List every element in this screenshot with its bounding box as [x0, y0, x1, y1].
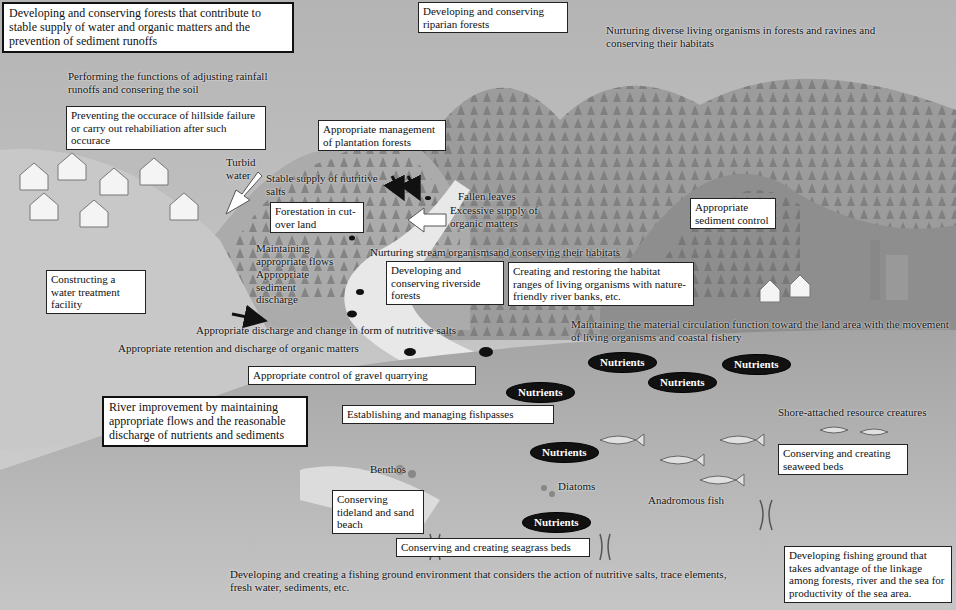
box-text: Developing and conserving riparian fores…	[423, 5, 563, 30]
annotation-text: Performing the functions of adjusting ra…	[68, 70, 283, 95]
box-text: Nutrients	[542, 446, 587, 459]
annotation-text: Appropriate discharge and change in form…	[196, 324, 456, 337]
nutrient-ellipse: Nutrients	[588, 352, 657, 373]
box-text: Developing and conserving forests that c…	[9, 7, 287, 48]
measure-box: Constructing a water treatment facility	[46, 270, 146, 314]
box-text: Nutrients	[734, 358, 779, 371]
nutrient-ellipse: Nutrients	[530, 442, 599, 463]
annotation-text: Appropriate sediment discharge	[256, 268, 332, 306]
measure-box: Conserving and creating seaweed beds	[778, 444, 908, 475]
measure-box: Preventing the occurace of hillside fail…	[66, 106, 266, 150]
box-text: Forestation in cut-over land	[275, 205, 359, 230]
box-text: Nutrients	[518, 386, 563, 399]
nutrient-ellipse: Nutrients	[648, 372, 717, 393]
box-text: Preventing the occurace of hillside fail…	[71, 109, 261, 147]
box-text: Appropriate control of gravel quarrying	[253, 369, 471, 382]
annotation-text: Benthos	[370, 463, 406, 476]
annotation-text: Maintaining the material circulation fun…	[571, 318, 953, 343]
measure-box: Appropriate sediment control	[690, 198, 776, 229]
annotation-text: Maintaining appropriate flows	[256, 242, 346, 267]
annotation-text: Fallen leaves	[458, 190, 538, 203]
box-text: Conserving and creating seagrass beds	[401, 541, 585, 554]
box-text: Appropriate management of plantation for…	[323, 123, 441, 148]
box-text: Constructing a water treatment facility	[51, 273, 141, 311]
box-text: Conserving tideland and sand beach	[337, 493, 419, 531]
annotation-text: Excessive supply of organic matters	[450, 204, 562, 229]
box-text: Conserving and creating seaweed beds	[783, 447, 903, 472]
annotation-text: Developing and creating a fishing ground…	[230, 568, 750, 593]
annotation-text: Nurturing stream organismsand conserving…	[370, 246, 620, 259]
measure-box: Establishing and managing fishpasses	[342, 405, 554, 424]
box-text: Nutrients	[600, 356, 645, 369]
annotation-text: Diatoms	[558, 480, 595, 493]
box-text: Developing and conserving riverside fore…	[391, 264, 499, 302]
annotation-text: Shore-attached resource creatures	[778, 406, 950, 419]
nutrient-ellipse: Nutrients	[506, 382, 575, 403]
measure-box: Developing and conserving forests that c…	[2, 2, 294, 53]
measure-box: Conserving and creating seagrass beds	[396, 538, 590, 557]
annotation-text: Stable supply of nutritive salts	[266, 172, 398, 197]
measure-box: Developing fishing ground that takes adv…	[784, 546, 952, 603]
annotation-text: Nurturing diverse living organisms in fo…	[606, 24, 916, 49]
box-text: Appropriate sediment control	[695, 201, 771, 226]
annotation-text: Anadromous fish	[648, 494, 724, 507]
annotation-text: Appropriate retention and discharge of o…	[118, 342, 359, 355]
measure-box: Developing and conserving riparian fores…	[418, 2, 568, 33]
measure-box: Appropriate control of gravel quarrying	[248, 366, 476, 385]
box-text: Nutrients	[534, 516, 579, 529]
measure-box: Creating and restoring the habitat range…	[508, 262, 694, 306]
measure-box: Conserving tideland and sand beach	[332, 490, 424, 534]
measure-box: River improvement by maintaining appropr…	[102, 396, 308, 447]
box-text: River improvement by maintaining appropr…	[109, 401, 301, 442]
nutrient-ellipse: Nutrients	[722, 354, 791, 375]
nutrient-ellipse: Nutrients	[522, 512, 591, 533]
box-text: Developing fishing ground that takes adv…	[789, 549, 947, 600]
box-text: Nutrients	[660, 376, 705, 389]
measure-box: Forestation in cut-over land	[270, 202, 364, 233]
box-text: Creating and restoring the habitat range…	[513, 265, 689, 303]
measure-box: Developing and conserving riverside fore…	[386, 261, 504, 305]
measure-box: Appropriate management of plantation for…	[318, 120, 446, 151]
box-text: Establishing and managing fishpasses	[347, 408, 549, 421]
